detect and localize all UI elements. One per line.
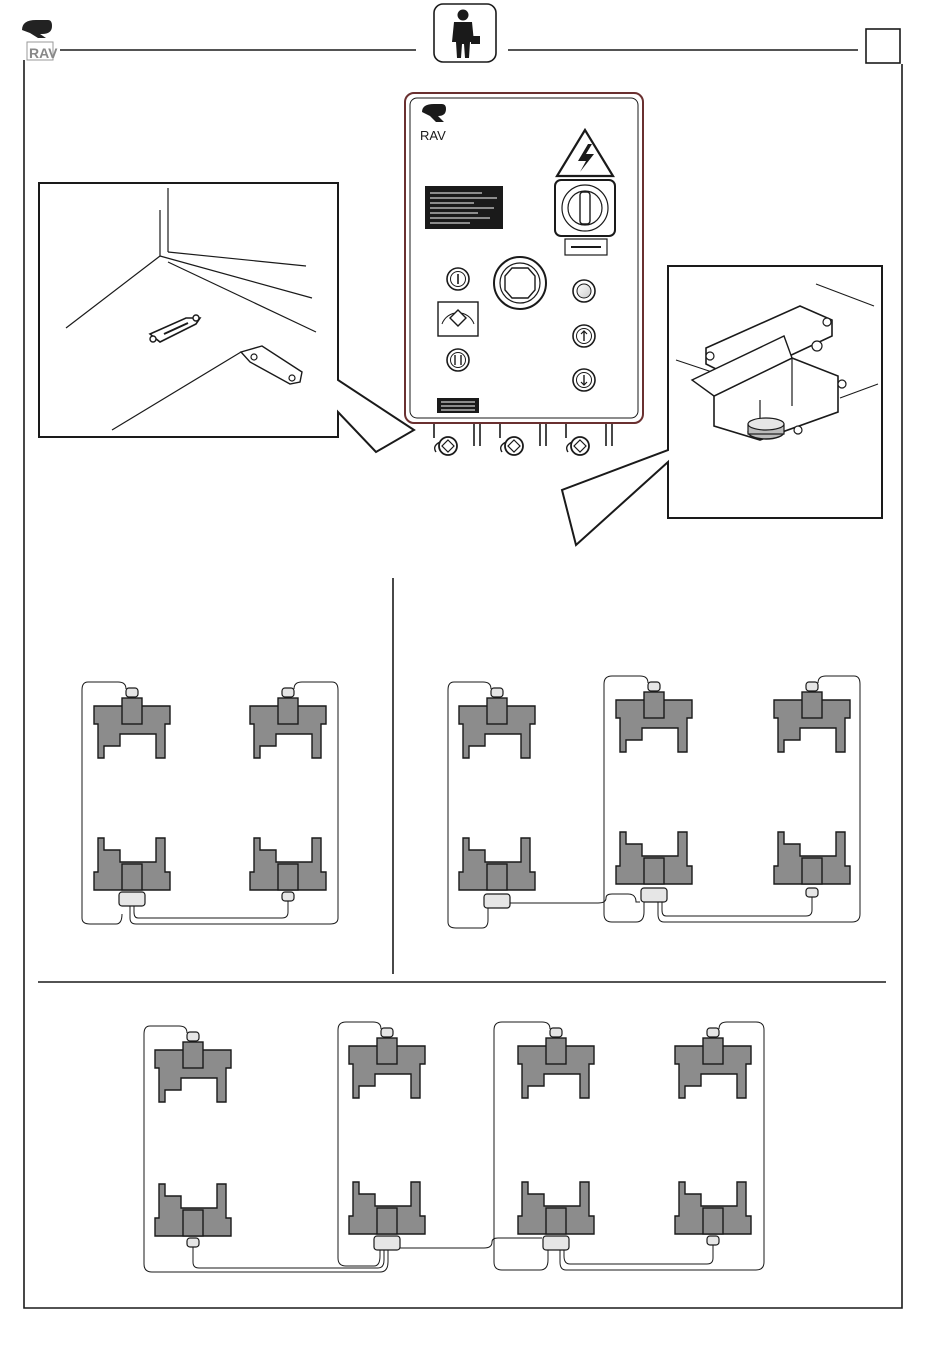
down-arrow-button-icon[interactable] [573, 369, 595, 391]
operator-icon [434, 4, 496, 62]
control-panel-plug [641, 888, 667, 902]
up-down-button-icon[interactable] [447, 349, 469, 371]
column-junction-box [278, 698, 298, 724]
control-panel: RAV [405, 93, 643, 423]
brand-logo: RAV [22, 20, 58, 61]
column-plug [126, 688, 138, 697]
brand-letters: RAV [29, 45, 58, 61]
column-cable [662, 897, 812, 916]
selector-dial-icon[interactable] [438, 302, 478, 336]
column-cable [134, 901, 288, 918]
page-number-box [866, 29, 900, 63]
emergency-stop-button-icon[interactable] [494, 257, 546, 309]
button-i-icon[interactable] [447, 268, 469, 290]
column-junction-box [122, 698, 142, 724]
column-junction-box [377, 1038, 397, 1064]
column-plug [707, 1236, 719, 1245]
bottom-label-plate [437, 398, 479, 413]
column-plug [187, 1032, 199, 1041]
column-cable [564, 1245, 713, 1264]
column-junction-box [644, 692, 664, 718]
panel-label-plate [425, 186, 503, 229]
column-plug [806, 682, 818, 691]
rotary-main-switch-icon[interactable] [555, 180, 615, 236]
column-plug [806, 888, 818, 897]
layout-two-column-pairs [82, 682, 338, 924]
control-panel-plug [543, 1236, 569, 1250]
column-plug [707, 1028, 719, 1037]
panel-brand-letters: RAV [420, 128, 446, 143]
column-junction-box [546, 1208, 566, 1234]
column-plug [282, 892, 294, 901]
column-junction-box [644, 858, 664, 884]
column-junction-box [703, 1038, 723, 1064]
layout-three-column-pairs [448, 676, 860, 928]
control-panel-plug [374, 1236, 400, 1250]
column-junction-box [703, 1208, 723, 1234]
column-plug [491, 688, 503, 697]
column-plug [282, 688, 294, 697]
column-junction-box [546, 1038, 566, 1064]
layout-four-column-pairs [144, 1022, 764, 1272]
column-cable [193, 1247, 384, 1268]
column-junction-box [487, 698, 507, 724]
column-junction-box [122, 864, 142, 890]
column-junction-box [183, 1210, 203, 1236]
column-junction-box [278, 864, 298, 890]
column-junction-box [487, 864, 507, 890]
up-arrow-button-icon[interactable] [573, 325, 595, 347]
column-plug [550, 1028, 562, 1037]
column-cable [510, 894, 640, 903]
column-junction-box [183, 1042, 203, 1068]
column-cable [400, 1238, 542, 1248]
panel-cable-connectors [434, 424, 612, 455]
column-plug [648, 682, 660, 691]
column-plug [381, 1028, 393, 1037]
column-plug [187, 1238, 199, 1247]
control-panel-plug [484, 894, 510, 908]
column-junction-box [802, 692, 822, 718]
detail-connector-socket [39, 183, 414, 452]
control-panel-plug [119, 892, 145, 906]
column-junction-box [377, 1208, 397, 1234]
column-junction-box [802, 858, 822, 884]
indicator-lamp-icon [573, 280, 595, 302]
